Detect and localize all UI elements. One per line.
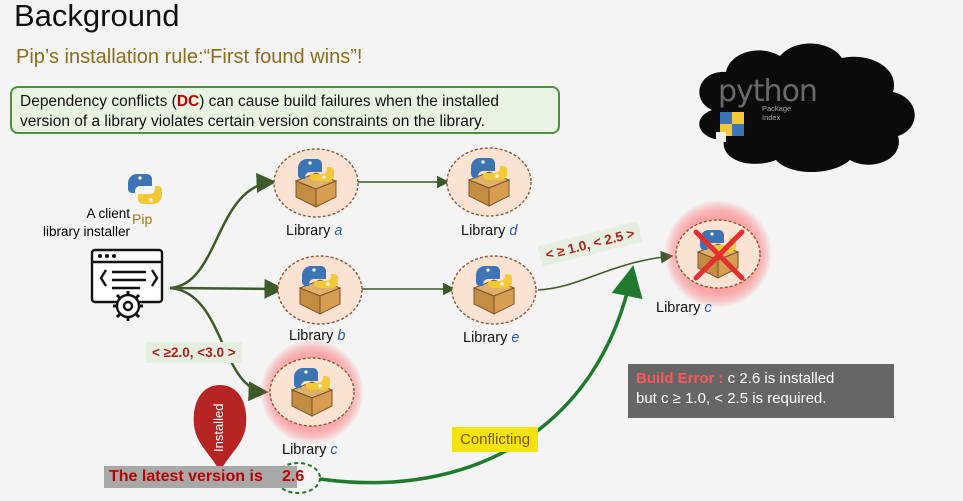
installed-pin xyxy=(193,385,247,472)
library-b-prefix: Library xyxy=(289,328,338,344)
pypi-cloud xyxy=(699,43,915,172)
library-c-installed-prefix: Library xyxy=(282,442,331,458)
library-c-installed-var: c xyxy=(330,442,338,458)
installer-icon xyxy=(90,248,164,321)
library-c-installed-label: Library c xyxy=(282,442,338,458)
pypi-name: python xyxy=(718,74,818,109)
pypi-sub-line1: Package xyxy=(762,104,792,113)
library-b-var: b xyxy=(337,328,346,344)
library-c-required-prefix: Library xyxy=(656,300,705,316)
pypi-subtitle: Package Index xyxy=(762,104,791,122)
library-b-label: Library b xyxy=(289,328,345,344)
slide-title: Background xyxy=(14,0,180,33)
latest-version-value: 2.6 xyxy=(282,468,305,485)
pypi-sub-line2: Index xyxy=(762,113,781,122)
library-d-var: d xyxy=(509,223,518,239)
library-e-var: e xyxy=(511,330,520,346)
arrow-client-to-c xyxy=(169,286,269,402)
dc-text-suffix: ) can cause build failures when the inst… xyxy=(199,93,500,110)
dc-definition-box: Dependency conflicts (DC) can cause buil… xyxy=(10,86,560,134)
client-label: A client library installer xyxy=(40,205,130,241)
library-d-prefix: Library xyxy=(461,223,510,239)
build-error-label: Build Error : xyxy=(636,370,724,387)
build-error-line1: c 2.6 is installed xyxy=(723,370,835,387)
build-error-line2: but c ≥ 1.0, < 2.5 is required. xyxy=(636,390,827,407)
package-icon-a xyxy=(273,148,359,218)
client-label-line1: A client xyxy=(86,206,130,221)
dc-text-prefix: Dependency conflicts ( xyxy=(20,93,177,110)
client-label-line2: library installer xyxy=(42,224,130,239)
package-icon-e xyxy=(451,255,537,325)
conflicting-badge: Conflicting xyxy=(452,427,539,452)
library-c-required-var: c xyxy=(704,300,712,316)
arrow-e-to-c xyxy=(537,250,674,291)
library-e-label: Library e xyxy=(463,330,519,346)
package-icon-b xyxy=(277,255,363,325)
build-error-box: Build Error : c 2.6 is installed but c ≥… xyxy=(628,364,894,418)
library-c-required-label: Library c xyxy=(656,300,712,316)
library-a-label: Library a xyxy=(286,223,342,239)
arrow-client-to-b xyxy=(169,278,285,299)
library-a-prefix: Library xyxy=(286,223,335,239)
pip-label: Pip xyxy=(132,211,153,227)
dc-acronym: DC xyxy=(176,93,200,110)
arrow-client-to-a xyxy=(169,172,277,290)
package-icon-d xyxy=(446,147,532,217)
library-a-var: a xyxy=(334,223,343,239)
latest-version-text: The latest version is xyxy=(104,466,297,488)
pip-python-icon xyxy=(128,174,162,205)
cross-icon xyxy=(693,229,745,281)
library-d-label: Library d xyxy=(461,223,517,239)
pypi-logo-icon xyxy=(716,112,744,142)
constraint-b-to-c: < ≥2.0, <3.0 > xyxy=(146,342,242,363)
slide-subtitle: Pip’s installation rule:“First found win… xyxy=(16,46,363,68)
installed-label: Installed xyxy=(211,403,226,452)
dc-text-line2: version of a library violates certain ve… xyxy=(20,113,485,130)
package-icon-c-installed xyxy=(269,357,355,427)
library-e-prefix: Library xyxy=(463,330,512,346)
connectors xyxy=(169,172,674,402)
